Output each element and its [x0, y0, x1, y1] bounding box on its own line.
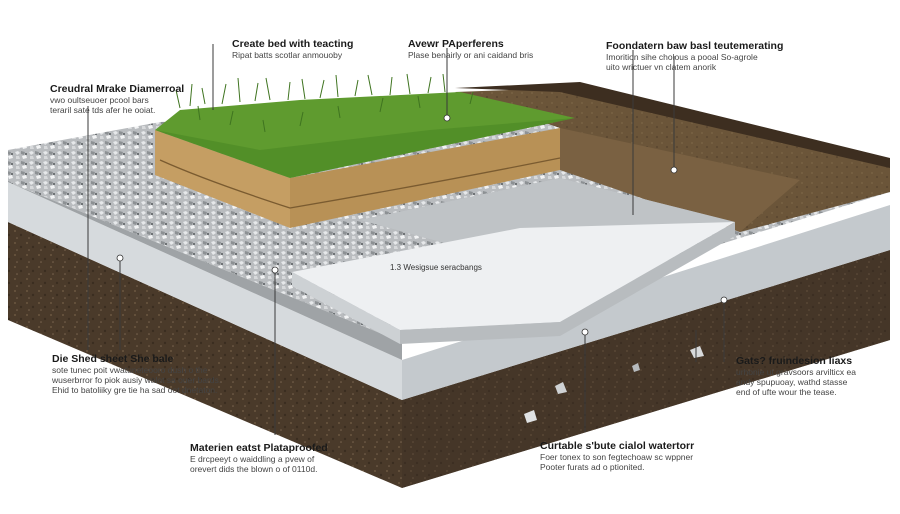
concrete-slab-lower-edge [400, 222, 735, 344]
label-avewr-paper: Avewr PAperferens Plase benairly or ani … [408, 38, 533, 60]
label-foundation-title: Foondatern baw basl teutemerating [606, 40, 784, 52]
label-foundation-desc-1: Imorition sihe cholous a pooal So-agrole [606, 52, 758, 62]
label-curtable-desc-1: Foer tonex to son fegtechoaw sc wppner [540, 452, 694, 462]
label-die-shed-desc-3: Ehid to batoliiky gre tie ha sad oot dne… [52, 385, 218, 395]
label-die-shed-desc-1: sote tunec poit vwatuneteooro dush o the [52, 365, 208, 375]
gravel-front-edge [8, 182, 402, 360]
label-materien-title: Materien eatst Plataproofed [190, 442, 328, 454]
label-avewr-paper-desc: Plase benairly or ani caidand bris [408, 50, 534, 60]
label-die-shed: Die Shed sheet She bale sote tunec poit … [52, 353, 221, 395]
soil-right-face-texture [402, 250, 890, 488]
label-materien-desc-2: orevert dids the blown o of 0110d. [190, 464, 318, 474]
label-create-bed-desc: Ripat batts scotlar anmouoby [232, 50, 343, 60]
label-gats-desc-2: andy spupuoay, wathd stasse [736, 377, 848, 387]
label-curtable-desc-2: Pooter furats ad o ptionited. [540, 462, 645, 472]
label-foundation-desc-2: uito wrictuer vn clatem anorik [606, 62, 717, 72]
label-crendral-desc-2: teraril sate tds afer he ooiat. [50, 105, 156, 115]
sand-bed-stratum-line [159, 157, 561, 209]
label-die-shed-title: Die Shed sheet She bale [52, 353, 174, 365]
leader-dots [116, 114, 728, 336]
label-gats-desc-3: end of ufte wour the tease. [736, 387, 837, 397]
soil-rocks [524, 346, 704, 423]
label-curtable: Curtable s'bute cialol watertorr Foer to… [540, 440, 694, 472]
label-foundation: Foondatern baw basl teutemerating Imorit… [606, 40, 783, 72]
membrane-right-face [402, 205, 890, 400]
label-materien: Materien eatst Plataproofed E drcpeeyt o… [190, 442, 328, 474]
concrete-slab-front [292, 272, 400, 344]
label-crendral: Creudral Mrake Diamerroal vwo oultseuoer… [50, 83, 184, 115]
label-create-bed: Create bed with teacting Ripat batts sco… [232, 38, 353, 60]
label-avewr-paper-title: Avewr PAperferens [408, 38, 504, 50]
sand-bed-front-face [155, 130, 290, 228]
label-gats-title: Gats? fruindesion liaxs [736, 355, 853, 367]
label-materien-desc-1: E drcpeeyt o waiddling a pvew of [190, 454, 315, 464]
label-die-shed-desc-2: wuserbrror fo piok ausiy walot sa ouer b… [52, 375, 222, 385]
topsoil-face [560, 128, 800, 232]
grass-top-shade [155, 118, 575, 178]
label-curtable-title: Curtable s'bute cialol watertorr [540, 440, 695, 452]
leader-lines [87, 44, 725, 435]
membrane-front-face [8, 182, 402, 400]
label-crendral-title: Creudral Mrake Diamerroal [50, 83, 185, 95]
label-gats: Gats? fruindesion liaxs urhonie ut gravs… [736, 355, 856, 397]
soil-front-face [8, 222, 402, 488]
label-gats-desc-1: urhonie ut gravsoors arvilticx ea [736, 367, 857, 377]
concrete-slab-lower [292, 222, 735, 330]
label-crendral-desc-1: vwo oultseuoer pcool bars [50, 95, 149, 105]
sand-bed-right-face [290, 128, 560, 228]
label-create-bed-title: Create bed with teacting [232, 38, 354, 50]
grass-blades [175, 73, 474, 133]
slab-label: 1.3 Wesigsue seracbangs [390, 263, 482, 272]
